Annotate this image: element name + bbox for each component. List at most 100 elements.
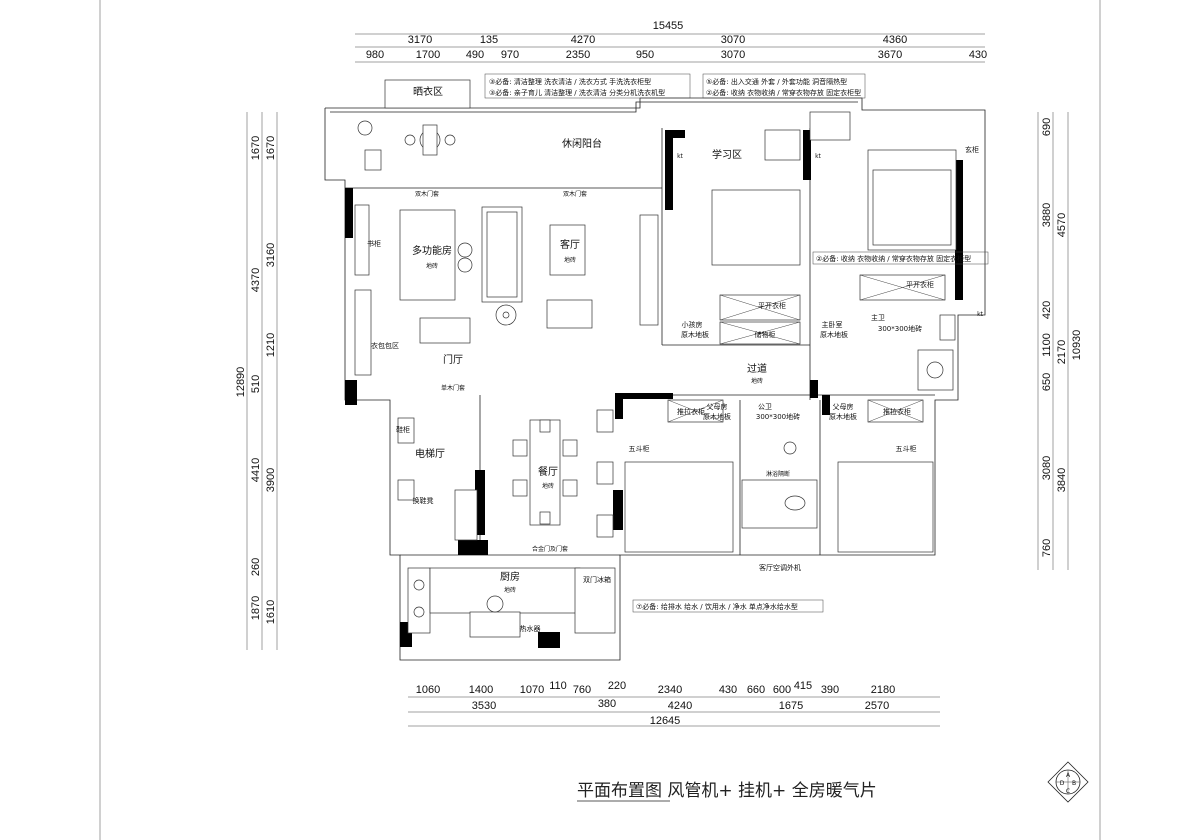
dim-top2-8: 3670 <box>878 49 902 61</box>
label-drying: 晒衣区 <box>413 85 443 98</box>
dim-bot-6: 220 <box>608 680 626 692</box>
fridge <box>574 567 616 634</box>
label-flat-wardrobe2: 平开衣柜 <box>906 280 934 289</box>
top-dimensions: 15455 3170 135 4270 3070 4360 980 1700 4… <box>355 20 987 63</box>
label-bookcase: 书柜 <box>367 239 381 248</box>
label-dresser2: 五斗柜 <box>896 444 917 453</box>
dim-bot2-2: 380 <box>598 698 616 710</box>
label-storage: 储物柜 <box>755 330 776 339</box>
dim-right-1: 690 <box>1041 118 1053 136</box>
study-desk <box>711 189 801 266</box>
note-7: ⑦必备: 给排水 给水 / 饮用水 / 净水 单点净水给水型 <box>636 602 798 611</box>
label-wardrobe-bag: 衣包包区 <box>371 341 399 350</box>
dim-right-4: 1100 <box>1041 333 1053 357</box>
dim-right-7: 760 <box>1041 539 1053 557</box>
dim-top-total: 15455 <box>653 20 684 32</box>
label-foyer: 门厅 <box>443 353 463 366</box>
label-study: 学习区 <box>712 148 742 161</box>
dim-bot-5: 760 <box>573 684 591 696</box>
dim-right2-2: 2170 <box>1056 340 1068 364</box>
dim-top2-1: 980 <box>366 49 384 61</box>
dim-top2-3: 490 <box>466 49 484 61</box>
label-balcony: 休闲阳台 <box>562 137 602 150</box>
dim-top-1: 3170 <box>408 34 432 46</box>
label-elevator: 电梯厅 <box>415 447 445 460</box>
walls <box>324 97 986 661</box>
dim-left-6: 1870 <box>250 596 262 620</box>
dim-left-2: 4370 <box>250 268 262 292</box>
dim-top2-7: 3070 <box>721 49 745 61</box>
notes: ③必备: 清洁整理 洗衣清洁 / 洗衣方式 手洗洗衣柜型 ③必备: 亲子育儿 清… <box>484 73 989 613</box>
label-dining: 餐厅 <box>538 465 558 478</box>
dim-right-total: 10930 <box>1071 330 1083 361</box>
label-sliding2: 双木门套 <box>563 190 587 198</box>
label-kt-2: kt <box>815 153 821 160</box>
dim-top-5: 4360 <box>883 34 907 46</box>
dim-left2-2: 3160 <box>265 243 277 267</box>
label-parent2-floor: 原木地板 <box>829 412 857 421</box>
label-dining-floor: 地砖 <box>542 482 554 490</box>
label-living: 客厅 <box>560 238 580 251</box>
label-heater: 热水器 <box>520 624 541 633</box>
tv-wall <box>639 214 659 326</box>
kitchen-sink <box>469 611 521 638</box>
label-public-bath: 公卫 <box>758 403 772 411</box>
drying-rack <box>384 79 471 109</box>
dim-left2-1: 1670 <box>265 136 277 160</box>
dim-top2-2: 1700 <box>416 49 440 61</box>
dim-bot-12: 390 <box>821 684 839 696</box>
label-kitchen: 厨房 <box>500 570 520 583</box>
dim-left-5: 260 <box>250 558 262 576</box>
note-3: ③必备: 清洁整理 洗衣清洁 / 洗衣方式 手洗洗衣柜型 <box>489 77 651 86</box>
label-push-wardrobe1: 推拉衣柜 <box>677 407 705 416</box>
dim-bot2-1: 3530 <box>472 700 496 712</box>
dim-top-4: 3070 <box>721 34 745 46</box>
tv-cabinet <box>546 299 593 329</box>
label-dresser1: 五斗柜 <box>629 444 650 453</box>
dim-right-3: 420 <box>1041 301 1053 319</box>
compass-icon: A B C D <box>1047 761 1089 803</box>
label-glass-door: 合金门及门套 <box>532 545 568 553</box>
dim-right-2: 3880 <box>1041 203 1053 227</box>
dim-left2-5: 1610 <box>265 600 277 624</box>
coffee-table <box>549 224 586 276</box>
stove <box>407 567 431 634</box>
dim-left-1: 1670 <box>250 136 262 160</box>
label-multi: 多功能房 <box>412 244 452 257</box>
dim-bot2-4: 1675 <box>779 700 803 712</box>
label-sliding1: 双木门套 <box>415 190 439 198</box>
label-corridor: 过道 <box>747 362 767 375</box>
compass-a: A <box>1066 772 1071 779</box>
dim-bot-10: 600 <box>773 684 791 696</box>
label-shoe-stool: 换鞋凳 <box>413 496 434 505</box>
label-parent2: 父母房 <box>833 402 854 411</box>
dim-left-4: 4410 <box>250 458 262 482</box>
compass-d: D <box>1060 780 1065 787</box>
dim-bot-9: 660 <box>747 684 765 696</box>
label-master: 主卧室 <box>822 320 843 329</box>
right-dimensions: 690 3880 420 1100 650 3080 760 4570 2170… <box>1037 112 1083 570</box>
dim-right2-3: 3840 <box>1056 468 1068 492</box>
dim-bot-1: 1060 <box>416 684 440 696</box>
label-kt-1: kt <box>677 153 683 160</box>
label-kid: 小孩房 <box>682 320 703 329</box>
dim-bot2-5: 2570 <box>865 700 889 712</box>
label-bath-bench: 淋浴隔断 <box>766 470 790 478</box>
dim-bot-13: 2180 <box>871 684 895 696</box>
dim-right-5: 650 <box>1041 373 1053 391</box>
desk <box>399 209 456 301</box>
label-kt-3: kt <box>977 311 983 318</box>
label-master-bath-tile: 300*300地砖 <box>878 324 922 333</box>
dim-bot2-3: 4240 <box>668 700 692 712</box>
dim-left-total: 12890 <box>235 367 247 398</box>
toilet-icon <box>784 495 806 511</box>
note-2: ②必备: 收纳 衣物收纳 / 常穿衣物存放 固定衣柜型 <box>706 88 861 97</box>
furniture <box>354 79 957 638</box>
note-3b: ③必备: 亲子育儿 清洁整理 / 洗衣清洁 分类分机洗衣机型 <box>489 88 665 97</box>
sink-icon <box>357 120 373 136</box>
dim-top2-6: 950 <box>636 49 654 61</box>
dim-left2-3: 1210 <box>265 333 277 357</box>
label-master-bath: 主卫 <box>871 313 885 322</box>
bottom-dimensions: 1060 1400 1070 110 760 220 2340 430 660 … <box>408 680 940 727</box>
